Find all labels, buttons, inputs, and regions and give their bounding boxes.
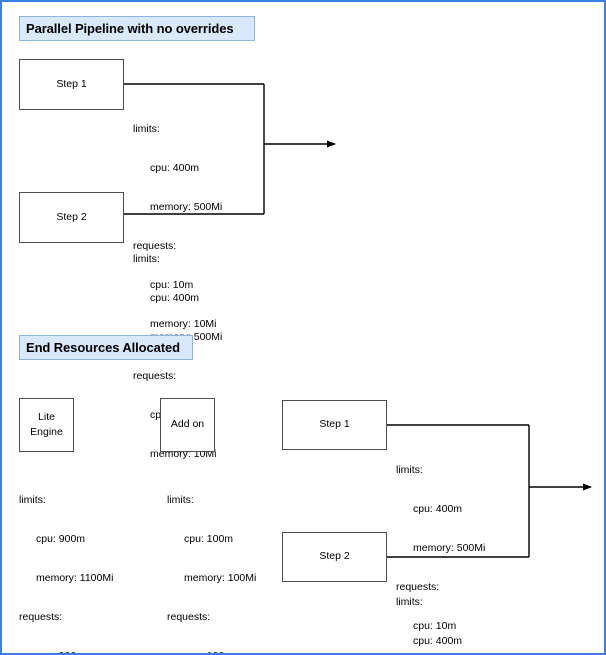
requests-cpu: cpu: 100m [167, 650, 256, 653]
limits-cpu: cpu: 400m [150, 162, 200, 174]
limits-cpu: cpu: 100m [184, 533, 234, 545]
limits-label: limits: [133, 123, 160, 135]
node-top-step-2[interactable]: Step 2 [19, 192, 124, 243]
node-label: Step 2 [56, 210, 87, 223]
node-label: Step 1 [56, 77, 87, 90]
limits-memory: memory: 500Mi [413, 542, 486, 554]
limits-memory: memory: 100Mi [184, 572, 257, 584]
node-bottom-step-1[interactable]: Step 1 [282, 400, 387, 450]
resources-bottom-step-1: limits: cpu: 400m memory: 500Mi requests… [396, 438, 486, 653]
limits-cpu: cpu: 400m [413, 635, 463, 647]
requests-cpu: cpu: 10m [150, 279, 194, 291]
node-label: Step 1 [319, 418, 350, 431]
node-top-step-1[interactable]: Step 1 [19, 59, 124, 110]
node-lite-engine[interactable]: Lite Engine [19, 398, 74, 452]
requests-memory: memory: 10Mi [150, 318, 217, 330]
node-bottom-step-2[interactable]: Step 2 [282, 532, 387, 582]
requests-label: requests: [19, 611, 63, 623]
node-label-line-2: Engine [30, 426, 63, 438]
resources-bottom-step-2: limits: cpu: 400m memory: 500Mi requests… [396, 570, 485, 653]
requests-label: requests: [133, 240, 177, 252]
requests-label: requests: [396, 581, 440, 593]
limits-label: limits: [396, 596, 423, 608]
requests-label: requests: [133, 370, 177, 382]
resources-add-on: limits: cpu: 100m memory: 100Mi requests… [167, 468, 257, 653]
section-banner-parallel-pipeline: Parallel Pipeline with no overrides [19, 16, 255, 41]
resources-lite-engine: limits: cpu: 900m memory: 1100Mi request… [19, 468, 114, 653]
node-add-on[interactable]: Add on [160, 398, 215, 452]
limits-cpu: cpu: 400m [150, 292, 200, 304]
limits-memory: memory: 500Mi [150, 201, 223, 213]
requests-cpu: cpu: 900m [19, 650, 113, 653]
node-label: Add on [170, 418, 205, 431]
limits-label: limits: [396, 464, 423, 476]
limits-cpu: cpu: 900m [36, 533, 86, 545]
node-label: Step 2 [319, 550, 350, 563]
requests-cpu: cpu: 10m [413, 620, 457, 632]
section-banner-end-resources-allocated: End Resources Allocated [19, 335, 193, 360]
node-label-line-1: Lite [38, 410, 55, 423]
limits-cpu: cpu: 400m [413, 503, 463, 515]
limits-label: limits: [167, 494, 194, 506]
requests-label: requests: [167, 611, 211, 623]
resources-top-step-1: limits: cpu: 400m memory: 500Mi requests… [133, 97, 222, 357]
limits-memory: memory: 1100Mi [36, 572, 114, 584]
limits-label: limits: [133, 253, 160, 265]
limits-label: limits: [19, 494, 46, 506]
